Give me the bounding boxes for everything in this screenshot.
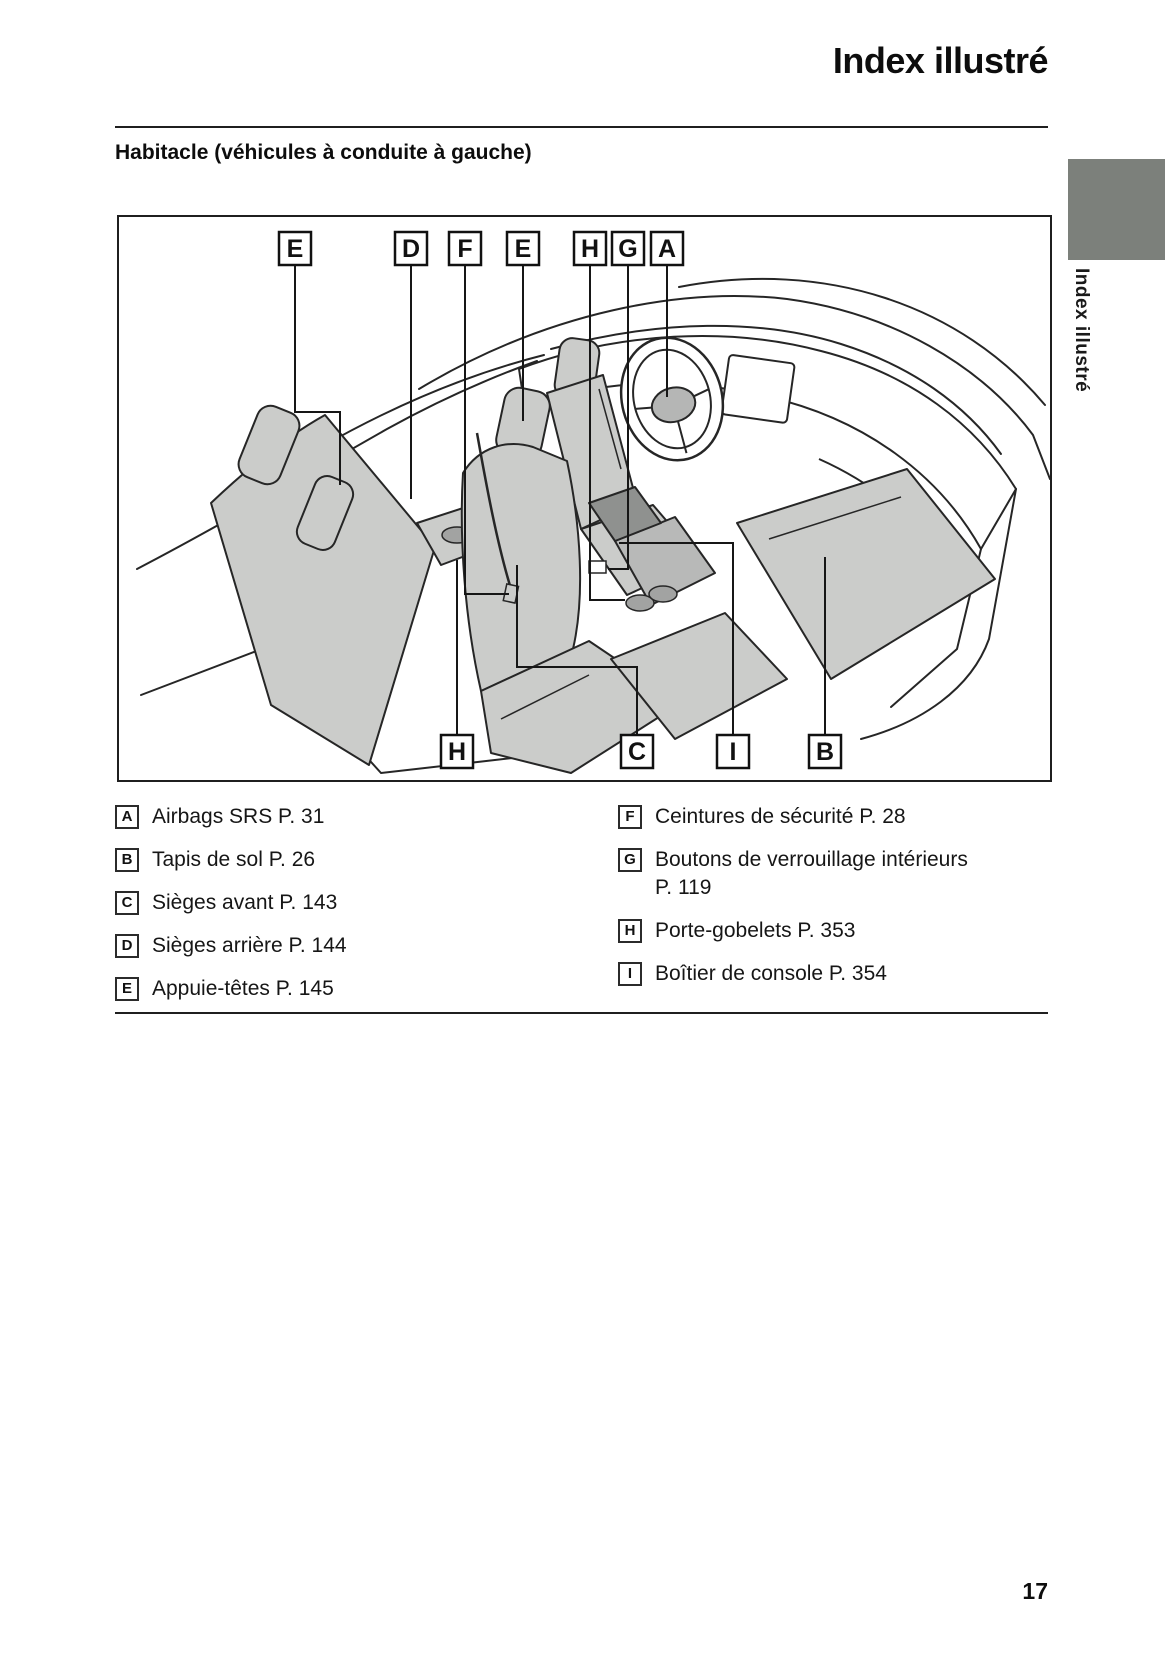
- legend-item-console-box: I Boîtier de console P. 354: [618, 960, 1048, 988]
- legend-column-right: F Ceintures de sécurité P. 28 G Boutons …: [618, 803, 1048, 1018]
- legend-item-airbags: A Airbags SRS P. 31: [115, 803, 618, 831]
- legend-item-seatbelts: F Ceintures de sécurité P. 28: [618, 803, 1048, 831]
- legend-item-lock-buttons: G Boutons de verrouillage intérieurs P. …: [618, 846, 1048, 902]
- callout-letter: E: [515, 235, 532, 263]
- chapter-tab-marker: [1068, 159, 1165, 260]
- legend-item-cupholders: H Porte-gobelets P. 353: [618, 917, 1048, 945]
- callout-leader-lines: [294, 265, 826, 735]
- callout-F-seatbelts: F: [447, 230, 483, 267]
- door-lock-switch: [588, 560, 607, 574]
- seatbelt-near: [475, 432, 513, 590]
- top-callouts: E D F E H: [277, 230, 685, 267]
- callout-H-front-cupholders: H: [572, 230, 608, 267]
- callout-letter: H: [581, 235, 599, 263]
- front-cupholder-2: [648, 585, 678, 603]
- legend-item-rear-seats: D Sièges arrière P. 144: [115, 932, 618, 960]
- top-rule: [115, 126, 1048, 128]
- legend-label: Sièges arrière P. 144: [152, 934, 347, 957]
- legend-label: Boutons de verrouillage intérieurs P. 11…: [655, 846, 968, 902]
- cabin-illustration: E D F E H: [136, 230, 1050, 774]
- legend-label: Tapis de sol P. 26: [152, 848, 316, 871]
- floor-mat-rear: [610, 612, 788, 740]
- callout-letter: B: [816, 738, 834, 766]
- bottom-rule: [115, 1012, 1048, 1014]
- steering-wheel: [619, 336, 725, 462]
- legend-label: Porte-gobelets P. 353: [655, 919, 856, 942]
- rear-seats: [210, 404, 522, 766]
- page-title: Index illustré: [832, 40, 1049, 81]
- front-cupholder-1: [625, 594, 655, 612]
- callout-B-floor-mats: B: [807, 733, 843, 770]
- callout-letter: E: [287, 235, 304, 263]
- callout-E-front-headrests: E: [505, 230, 541, 267]
- chapter-tab-label: Index illustré: [1071, 268, 1092, 393]
- callout-H-rear-cupholders: H: [439, 733, 475, 770]
- legend-key-E: E: [115, 977, 139, 1001]
- cabin-diagram: E D F E H: [117, 215, 1052, 782]
- legend-column-left: A Airbags SRS P. 31 B Tapis de sol P. 26…: [115, 803, 618, 1018]
- center-console: [588, 486, 716, 606]
- legend: A Airbags SRS P. 31 B Tapis de sol P. 26…: [115, 803, 1048, 1018]
- floor-mats: [610, 468, 996, 740]
- callout-I-console-box: I: [715, 733, 751, 770]
- legend-item-floor-mats: B Tapis de sol P. 26: [115, 846, 618, 874]
- seatbelt-far: [598, 388, 622, 470]
- legend-label-line1: Boutons de verrouillage intérieurs: [655, 848, 968, 871]
- legend-key-G: G: [618, 848, 642, 872]
- legend-label-line2: P. 119: [655, 876, 712, 899]
- legend-key-F: F: [618, 805, 642, 829]
- legend-item-front-seats: C Sièges avant P. 143: [115, 889, 618, 917]
- rear-headrest-right: [295, 475, 355, 551]
- legend-key-I: I: [618, 962, 642, 986]
- legend-key-A: A: [115, 805, 139, 829]
- callout-letter: F: [457, 235, 472, 263]
- console-box: [588, 486, 662, 542]
- section-heading: Habitacle (véhicules à conduite à gauche…: [115, 141, 532, 164]
- bottom-callouts: H C I B: [439, 733, 843, 770]
- display-screen: [720, 354, 796, 424]
- callout-D-rear-seats: D: [393, 230, 429, 267]
- callout-letter: A: [658, 235, 676, 263]
- callout-E-rear-headrests: E: [277, 230, 313, 267]
- callout-G-lock-buttons: G: [610, 230, 646, 267]
- page-number: 17: [1022, 1578, 1048, 1604]
- callout-letter: I: [730, 738, 737, 766]
- legend-item-headrests: E Appuie-têtes P. 145: [115, 975, 618, 1003]
- legend-label: Boîtier de console P. 354: [655, 962, 887, 985]
- legend-label: Airbags SRS P. 31: [152, 805, 325, 828]
- callout-letter: H: [448, 738, 466, 766]
- legend-key-C: C: [115, 891, 139, 915]
- callout-letter: D: [402, 235, 420, 263]
- legend-label: Appuie-têtes P. 145: [152, 977, 334, 1000]
- callout-C-front-seats: C: [619, 733, 655, 770]
- legend-key-D: D: [115, 934, 139, 958]
- callout-A-airbags: A: [649, 230, 685, 267]
- callout-letter: G: [618, 235, 637, 263]
- floor-mat-front: [736, 468, 996, 680]
- rear-headrest-left: [237, 404, 301, 486]
- callout-letter: C: [628, 738, 646, 766]
- legend-key-H: H: [618, 919, 642, 943]
- legend-key-B: B: [115, 848, 139, 872]
- legend-label: Sièges avant P. 143: [152, 891, 338, 914]
- legend-label: Ceintures de sécurité P. 28: [655, 805, 906, 828]
